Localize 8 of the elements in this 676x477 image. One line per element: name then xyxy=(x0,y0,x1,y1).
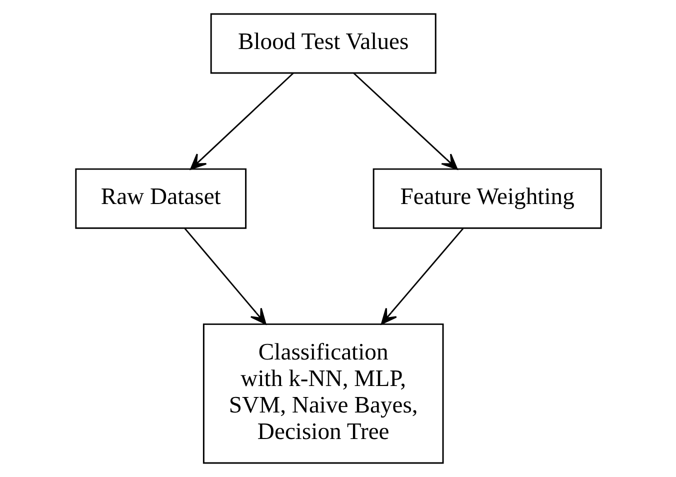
arrow xyxy=(380,228,464,325)
node-box: Feature Weighting xyxy=(372,168,602,229)
node-box: Raw Dataset xyxy=(74,168,246,229)
arrow xyxy=(184,228,266,325)
arrow xyxy=(352,72,458,170)
arrow xyxy=(190,72,294,170)
node-box: Classification with k-NN, MLP, SVM, Naive Bayes, Decision Tree xyxy=(202,323,444,464)
node-box: Blood Test Values xyxy=(210,13,436,74)
